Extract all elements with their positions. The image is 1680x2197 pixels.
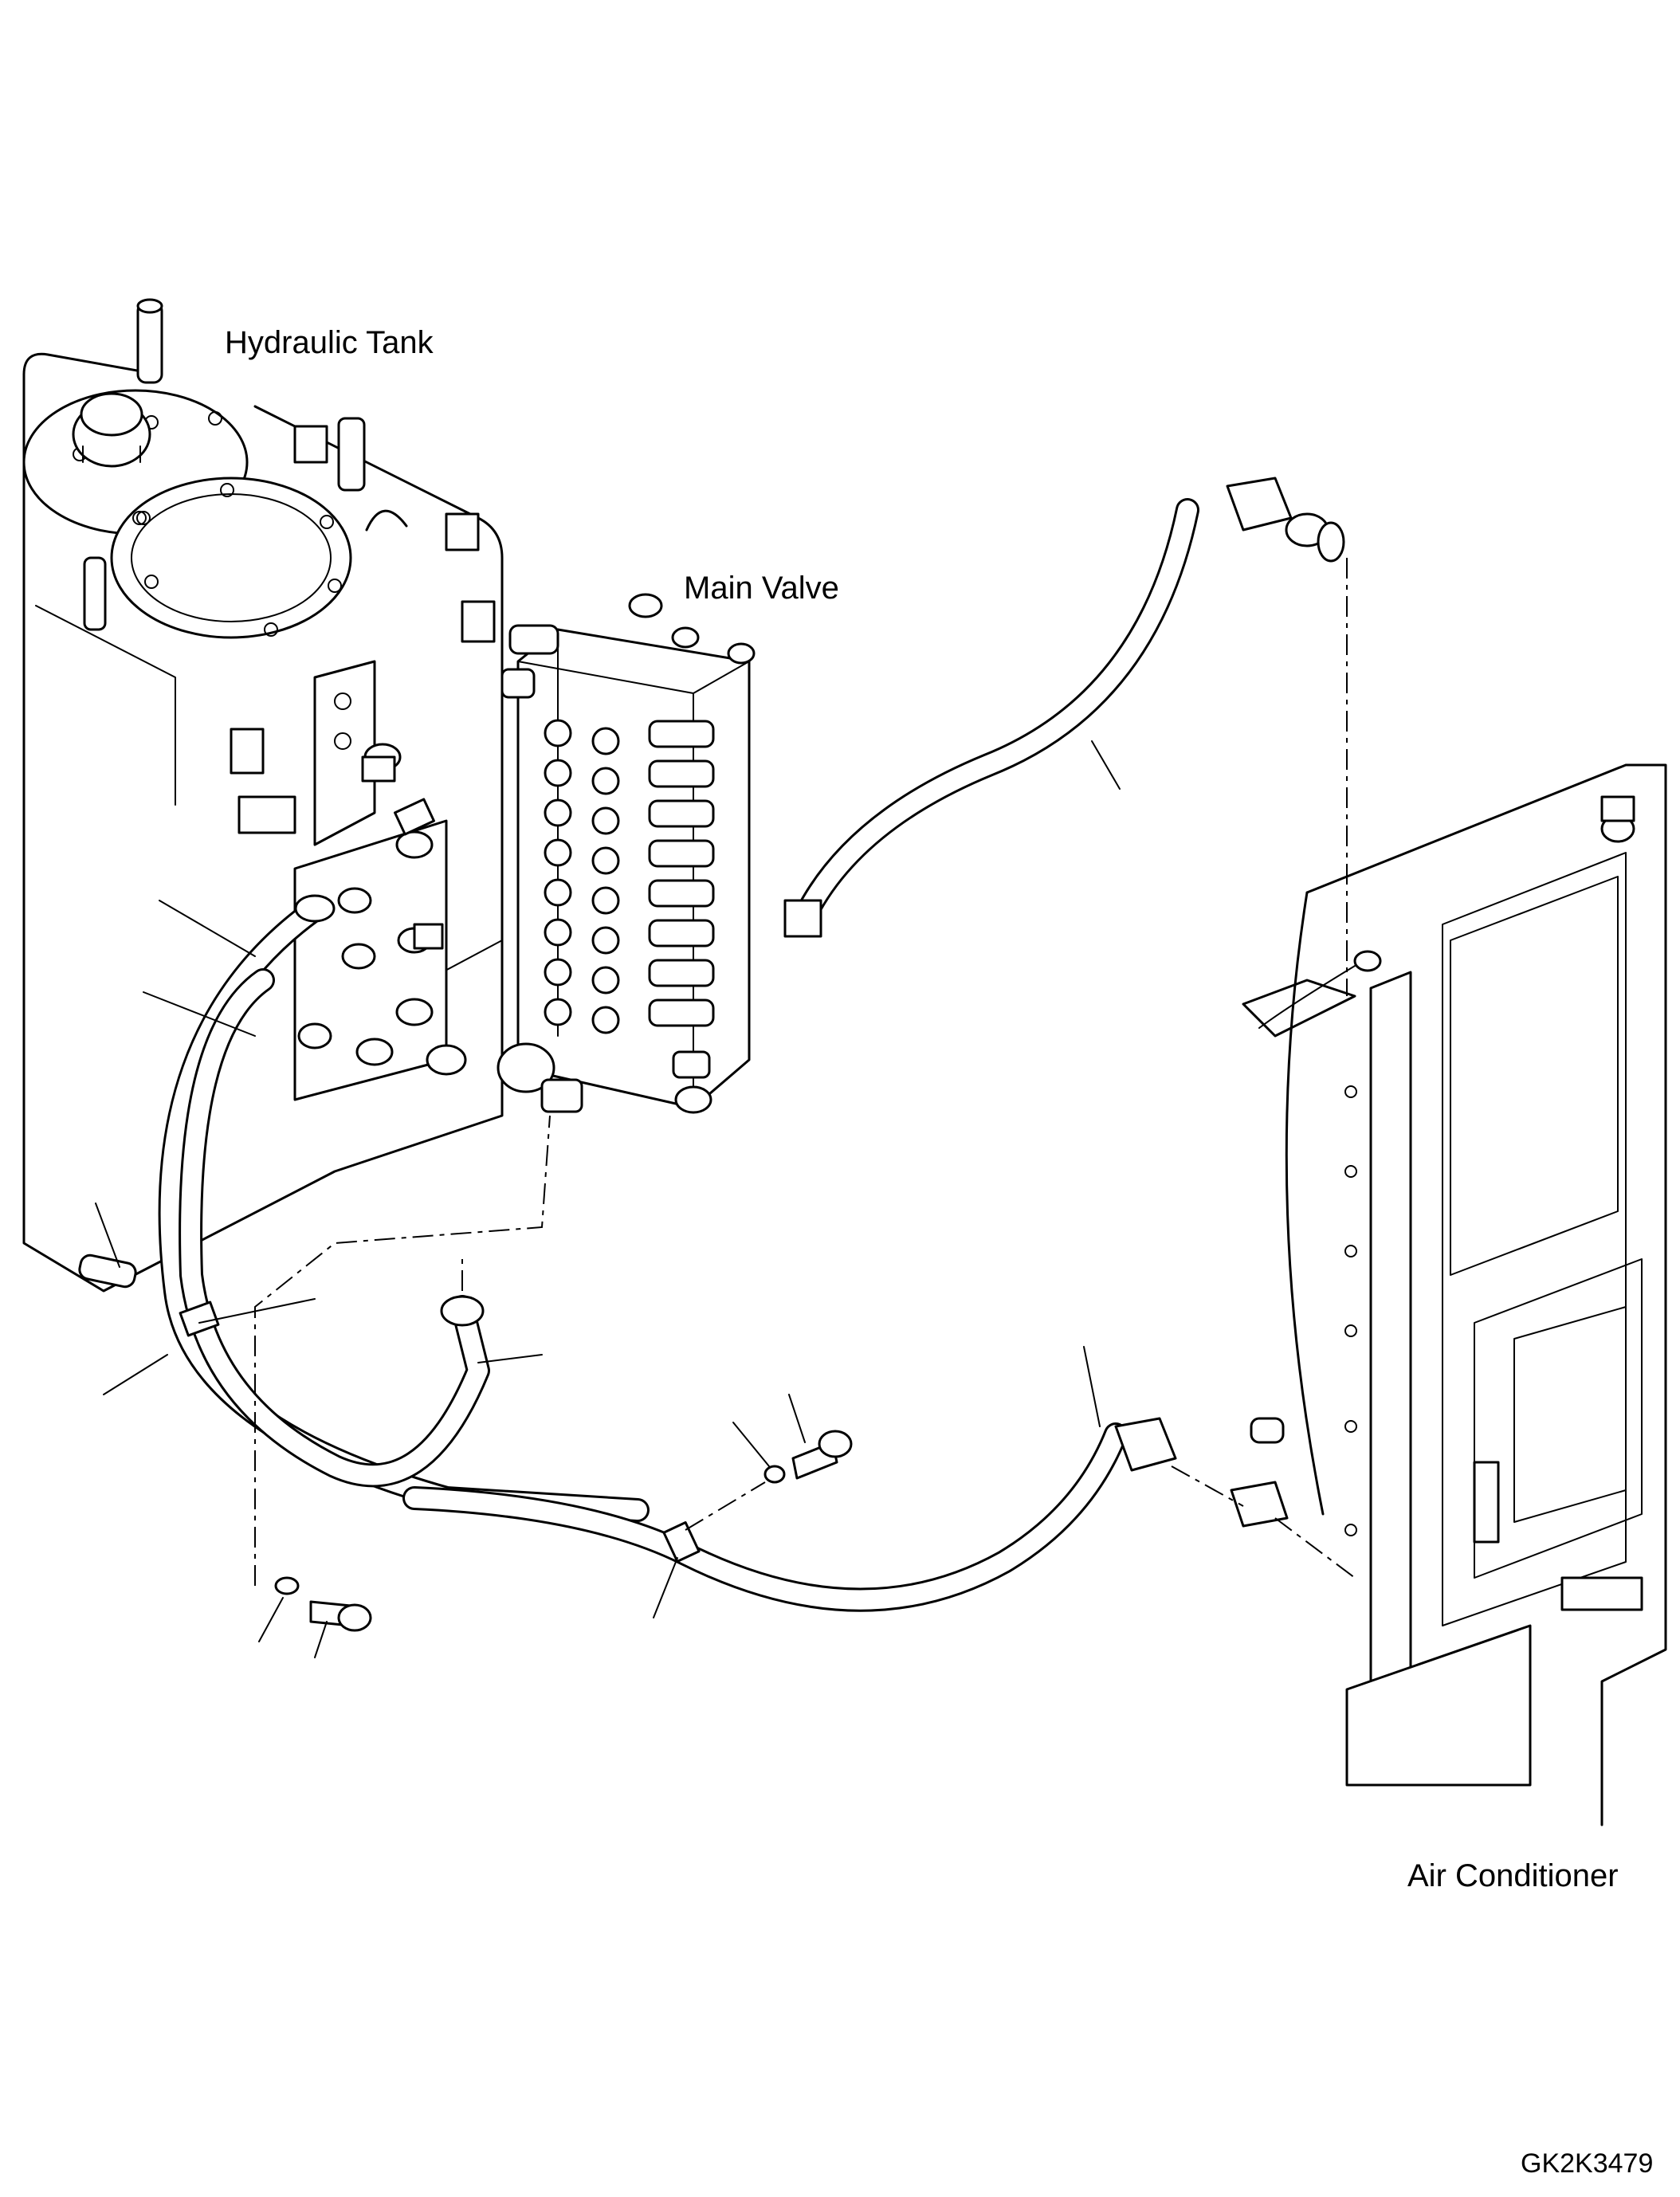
hose-valve-to-cooler (793, 498, 1199, 928)
assembly-centerlines (254, 558, 1356, 1586)
hose-fittings (179, 477, 1345, 1563)
hydraulic-tank (22, 298, 504, 1293)
air-conditioner (1242, 763, 1667, 1826)
bolt-washer-set-lower (274, 1576, 372, 1632)
leader-lines (95, 740, 1121, 1658)
hydraulic-tank-label: Hydraulic Tank (225, 325, 434, 360)
hose-tank-upper (179, 968, 490, 1488)
bolt-washer-set-upper (763, 1430, 853, 1484)
drawing-code-label: GK2K3479 (1521, 2148, 1654, 2179)
air-conditioner-label: Air Conditioner (1407, 1858, 1619, 1893)
main-valve-label: Main Valve (684, 571, 839, 606)
main-valve (497, 593, 756, 1114)
hose-return-to-cooler (402, 1422, 1128, 1612)
